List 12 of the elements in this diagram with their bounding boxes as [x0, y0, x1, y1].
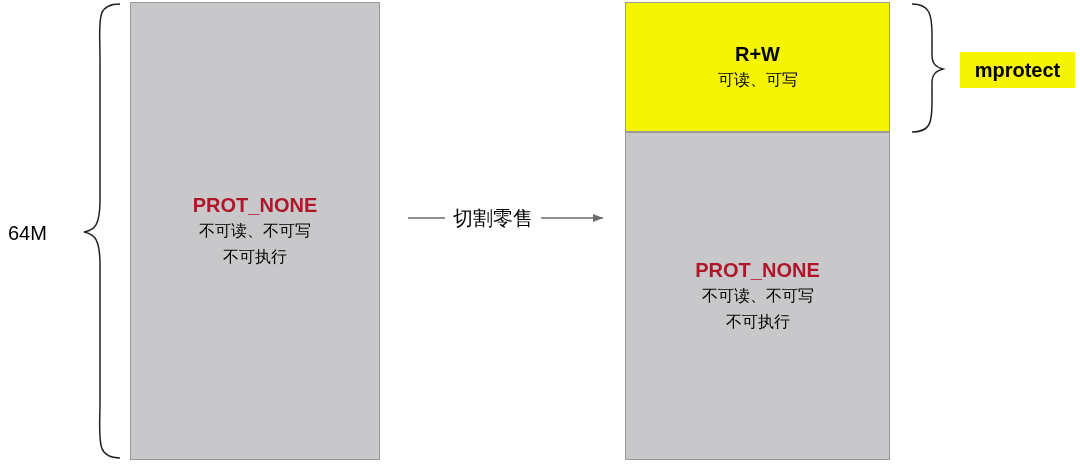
memory-block [130, 2, 380, 460]
size-label: 64M [8, 221, 47, 246]
block-title: PROT_NONE [192, 193, 318, 218]
block-description: 不可读、不可写不可执行 [198, 221, 312, 267]
memory-block [625, 2, 890, 132]
block-description: 可读、可写 [716, 70, 799, 90]
block-title: R+W [735, 42, 780, 67]
block-title: PROT_NONE [695, 258, 820, 283]
memory-block [625, 132, 890, 460]
function-tag [960, 52, 1075, 88]
block-description: 不可读、不可写不可执行 [700, 286, 815, 332]
block-title: mprotect [974, 58, 1061, 83]
